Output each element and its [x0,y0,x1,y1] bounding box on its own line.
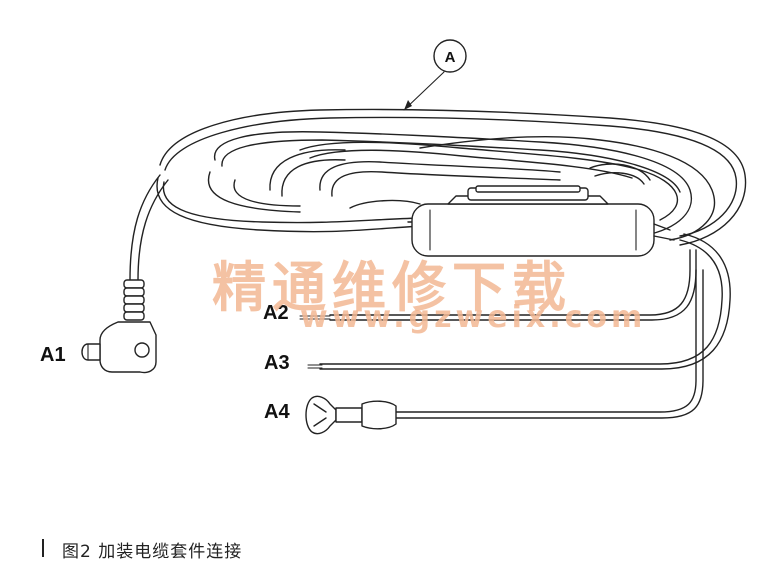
inline-module [407,185,675,257]
cable-coil [156,108,747,246]
connector-a4-label: A4 [264,401,290,423]
a4-wire [394,269,697,413]
callout-leader [403,71,445,111]
callout-letter: A [445,49,456,66]
a2-wire [329,249,691,316]
connector-a1-label: A1 [40,344,66,366]
a2-terminal [299,315,331,320]
a1-plug-body [99,321,157,374]
a1-plug-pin [81,343,101,361]
a1-strain-relief [123,279,145,321]
a4-fork-terminal [305,395,397,435]
callout-a: A [403,39,467,111]
a1-cable [81,174,169,374]
connector-a3-label: A3 [264,352,290,374]
a1-plug-marker [134,342,150,358]
figure-caption: 图2 加装电缆套件连接 [62,542,243,562]
watermark-url: www.gzweix.com [300,300,647,335]
a3-wire [319,239,723,365]
watermark-title: 精通维修下载 [212,256,572,319]
output-wires [319,233,731,419]
a3-terminal [307,364,323,369]
caption-marker [42,539,44,557]
connector-a2-label: A2 [263,302,289,324]
